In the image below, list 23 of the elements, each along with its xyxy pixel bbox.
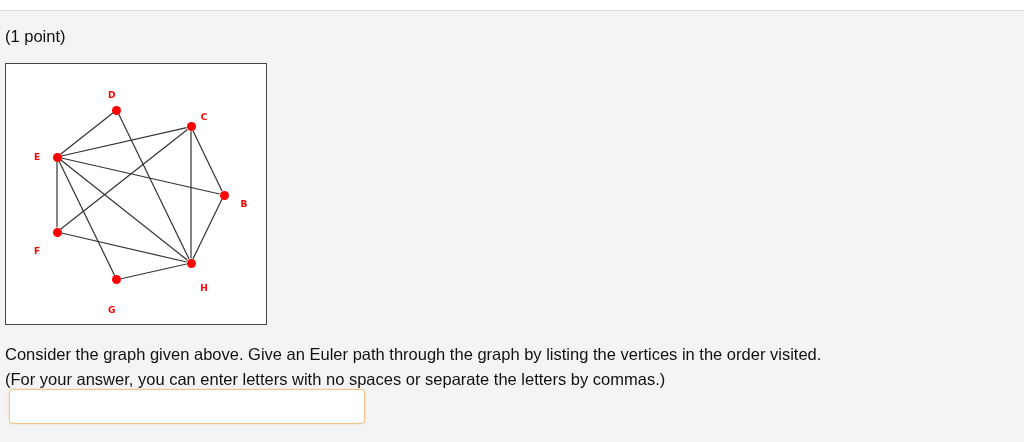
graph-edge bbox=[59, 112, 114, 155]
graph-edge bbox=[190, 130, 192, 260]
vertex-label: B bbox=[240, 198, 248, 210]
graph-edge bbox=[56, 160, 58, 229]
question-text: Consider the graph given above. Give an Euler path through the graph by listing the vertices in the order visited. bbox=[5, 345, 822, 363]
graph-edge bbox=[60, 127, 188, 157]
vertex-label: G bbox=[108, 304, 116, 316]
vertex-label: E bbox=[33, 151, 41, 163]
graph-edge bbox=[192, 198, 223, 260]
graph-edge bbox=[118, 113, 190, 260]
graph-edge bbox=[120, 263, 188, 280]
vertex-label: C bbox=[200, 111, 208, 123]
points-text: (1 point) bbox=[5, 27, 66, 45]
question-text: (For your answer, you can enter letters with no spaces or separate the letters by commas.) bbox=[5, 370, 666, 388]
vertex-label: H bbox=[200, 282, 208, 294]
graph-edge bbox=[60, 157, 221, 195]
graph-edge bbox=[58, 160, 116, 277]
graph-edge bbox=[59, 128, 189, 230]
graph-edge bbox=[60, 232, 188, 263]
graph-edge bbox=[59, 159, 189, 261]
vertex-label: F bbox=[33, 245, 41, 257]
graph-edge bbox=[192, 130, 223, 192]
vertex-label: D bbox=[107, 89, 116, 101]
